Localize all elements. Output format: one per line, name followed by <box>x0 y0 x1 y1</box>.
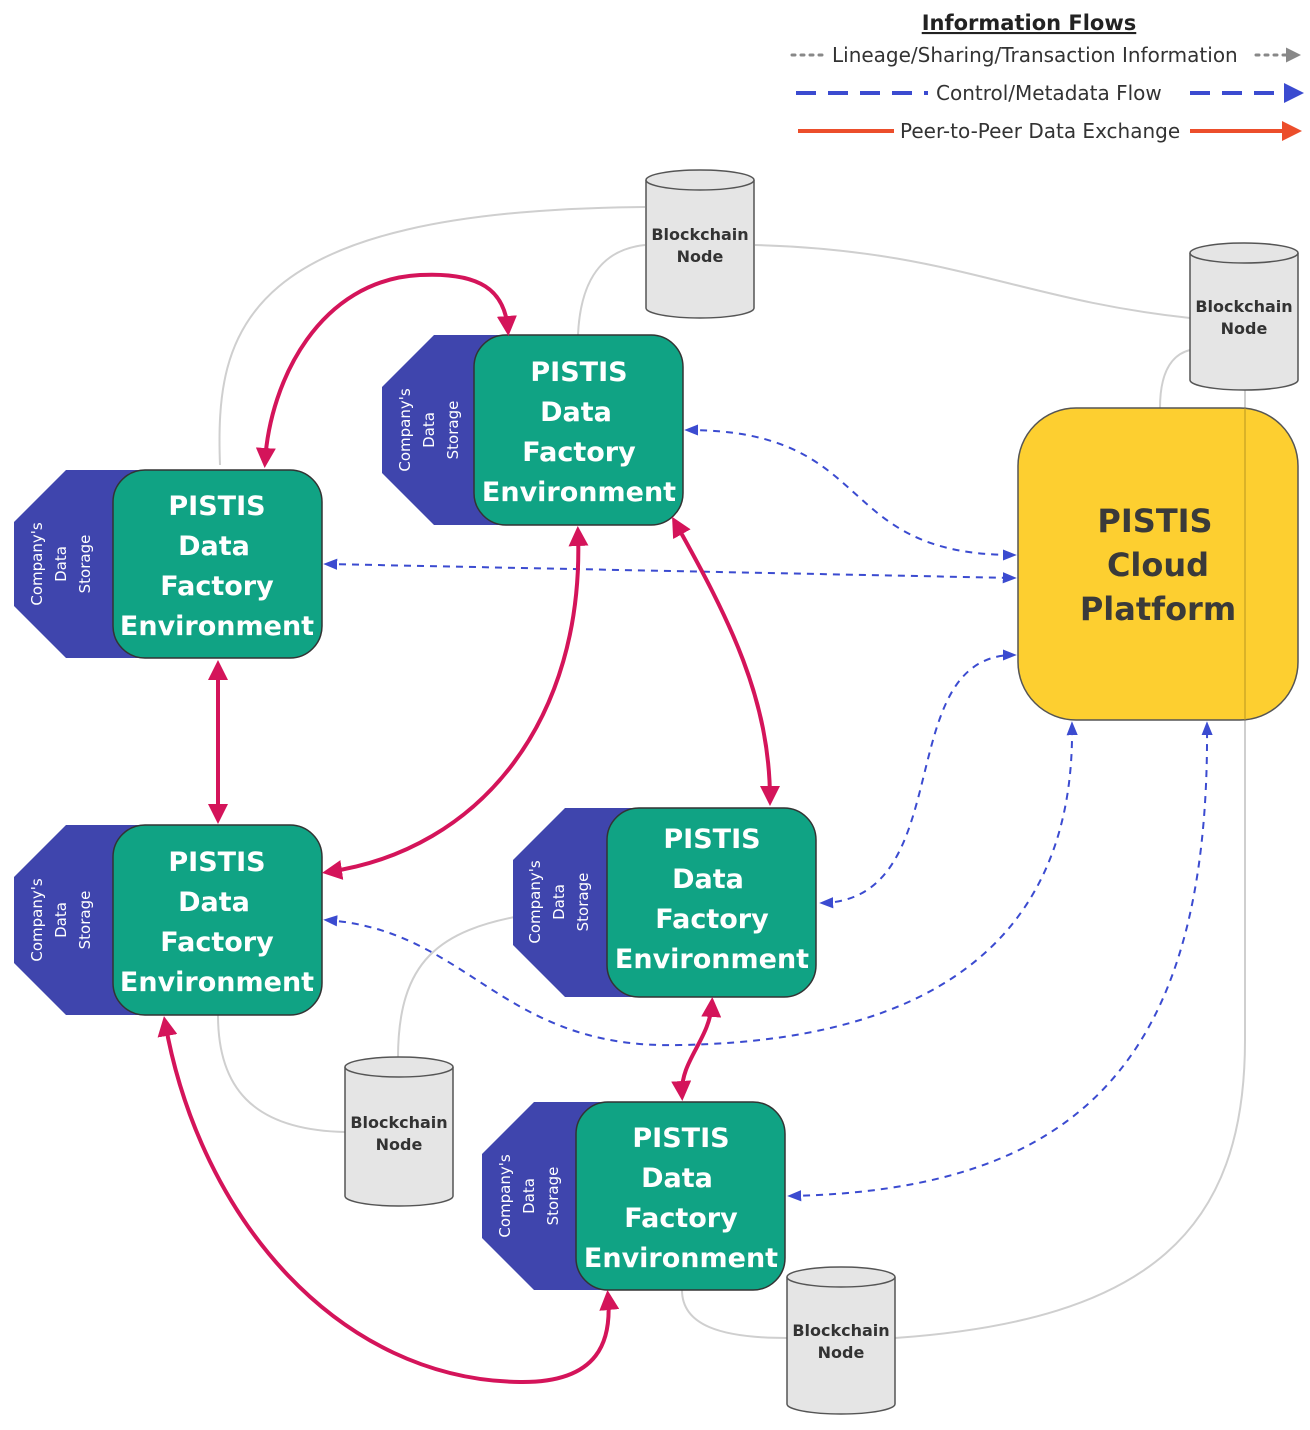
storage-label: Data <box>420 412 438 448</box>
pistis-cloud-platform: PISTIS Cloud Platform <box>1017 407 1299 721</box>
data-factory-environment: Company's Data Storage PISTIS Data Facto… <box>482 1101 786 1291</box>
lineage-line <box>681 1289 788 1339</box>
blockchain-node-label: Blockchain <box>350 1113 447 1132</box>
blockchain-node-label: Blockchain <box>792 1321 889 1340</box>
storage-label: Data <box>550 884 568 920</box>
factory-label: PISTIS <box>530 357 627 388</box>
storage-label: Storage <box>444 401 462 460</box>
factory-label: Environment <box>120 611 314 642</box>
p2p-arrow <box>671 997 722 1101</box>
storage-label: Storage <box>544 1167 562 1226</box>
blockchain-node-label: Node <box>818 1343 865 1362</box>
cloud-label: Platform <box>1080 590 1236 628</box>
storage-label: Storage <box>574 873 592 932</box>
factory-label: Environment <box>482 477 676 508</box>
storage-label: Company's <box>28 878 46 961</box>
cloud-label: Cloud <box>1107 546 1209 584</box>
p2p-arrow <box>157 1016 620 1385</box>
factory-label: Data <box>641 1163 713 1194</box>
p2p-arrow <box>672 516 780 806</box>
lineage-line <box>217 1014 346 1133</box>
p2p-arrow <box>322 526 589 880</box>
control-flows <box>323 424 1213 1202</box>
factory-label: Factory <box>160 927 274 958</box>
control-flow-arrow <box>787 721 1213 1202</box>
factory-label: Data <box>178 531 250 562</box>
factory-label: PISTIS <box>168 491 265 522</box>
storage-label: Data <box>52 902 70 938</box>
factory-label: Environment <box>120 967 314 998</box>
storage-label: Company's <box>396 388 414 471</box>
legend-label-control: Control/Metadata Flow <box>936 81 1162 105</box>
blockchain-node: Blockchain Node <box>1189 242 1299 391</box>
factory-label: Data <box>178 887 250 918</box>
data-factory-environment: Company's Data Storage PISTIS Data Facto… <box>14 469 323 659</box>
storage-label: Company's <box>28 522 46 605</box>
blockchain-node-label: Node <box>1221 319 1268 338</box>
factory-label: PISTIS <box>632 1123 729 1154</box>
lineage-line <box>1159 349 1191 409</box>
factory-label: Factory <box>624 1203 738 1234</box>
blockchain-node: Blockchain Node <box>645 169 755 319</box>
control-flow-arrow <box>684 424 1017 561</box>
factory-label: Factory <box>522 437 636 468</box>
factory-label: Factory <box>655 904 769 935</box>
storage-label: Storage <box>76 535 94 594</box>
p2p-flows <box>157 272 780 1385</box>
storage-label: Company's <box>496 1154 514 1237</box>
storage-label: Data <box>520 1178 538 1214</box>
lineage-line <box>894 385 1246 1339</box>
p2p-arrow <box>255 272 517 468</box>
legend-title: Information Flows <box>922 11 1137 35</box>
blockchain-node-label: Node <box>677 247 724 266</box>
data-factory-environment: Company's Data Storage PISTIS Data Facto… <box>513 807 817 998</box>
blockchain-node-label: Blockchain <box>1195 297 1292 316</box>
storage-label: Storage <box>76 891 94 950</box>
lineage-line <box>397 914 526 1059</box>
cloud-label: PISTIS <box>1097 502 1212 540</box>
control-flow-arrow <box>819 649 1017 909</box>
storage-label: Company's <box>526 860 544 943</box>
blockchain-node-label: Blockchain <box>651 225 748 244</box>
factory-label: Environment <box>615 944 809 975</box>
blockchain-node: Blockchain Node <box>344 1056 454 1207</box>
blockchain-node: Blockchain Node <box>786 1266 896 1415</box>
factory-label: Data <box>672 864 744 895</box>
control-flow-arrow <box>323 558 1017 584</box>
legend-label-lineage: Lineage/Sharing/Transaction Information <box>832 43 1238 67</box>
factory-label: PISTIS <box>168 847 265 878</box>
data-factory-environment: Company's Data Storage PISTIS Data Facto… <box>382 334 684 526</box>
legend-label-p2p: Peer-to-Peer Data Exchange <box>900 119 1180 143</box>
legend: Information Flows Lineage/Sharing/Transa… <box>790 11 1304 143</box>
lineage-line <box>218 206 646 466</box>
lineage-line <box>577 244 646 336</box>
factory-label: Data <box>540 397 612 428</box>
factory-label: Environment <box>584 1243 778 1274</box>
factory-label: PISTIS <box>663 824 760 855</box>
lineage-line <box>754 244 1191 319</box>
data-factory-environment: Company's Data Storage PISTIS Data Facto… <box>14 824 323 1016</box>
storage-label: Data <box>52 546 70 582</box>
blockchain-node-label: Node <box>376 1135 423 1154</box>
factory-label: Factory <box>160 571 274 602</box>
